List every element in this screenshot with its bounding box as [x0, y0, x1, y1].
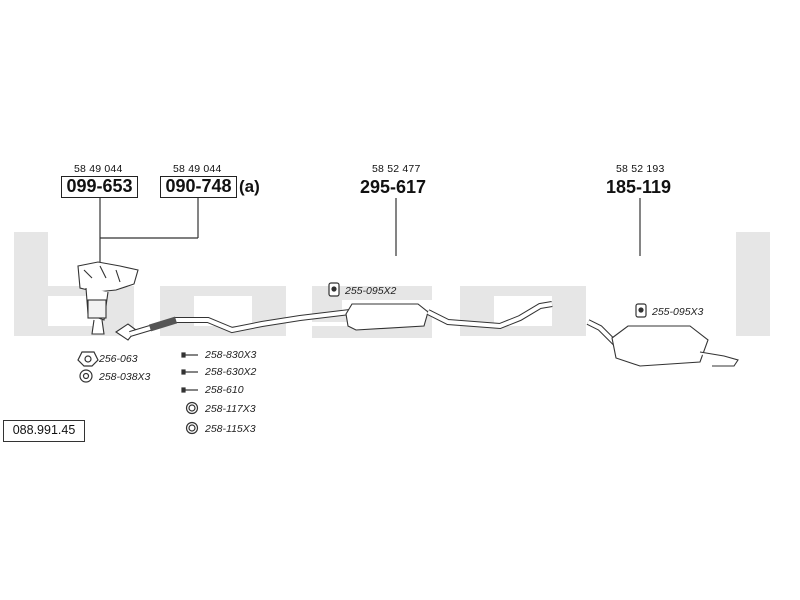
triangle-flange-gasket-icon	[77, 351, 99, 367]
accessory-code[interactable]: 255-095X2	[345, 285, 397, 297]
rear-silencer-drawing	[586, 319, 739, 367]
accessory-code[interactable]: 258-830X3	[205, 349, 257, 361]
rubber-hanger-icon	[328, 282, 647, 318]
bolt-icon	[181, 352, 198, 393]
exhaust-manifold-drawing	[77, 261, 139, 335]
oe-number: 58 52 477	[372, 163, 421, 175]
part-number-manifold[interactable]: 099-653	[61, 176, 138, 198]
oe-number: 58 52 193	[616, 163, 665, 175]
ring-gasket-icon	[185, 401, 199, 435]
accessory-code[interactable]: 258-630X2	[205, 366, 257, 378]
part-suffix: (a)	[239, 177, 260, 196]
part-number-middle-silencer[interactable]: 295-617	[360, 177, 427, 197]
nut-icon	[79, 369, 93, 383]
accessory-code[interactable]: 258-115X3	[205, 423, 256, 435]
part-number-rear-silencer[interactable]: 185-119	[606, 177, 672, 197]
accessory-code[interactable]: 258-117X3	[205, 403, 256, 415]
watermark-logo	[14, 232, 770, 338]
accessory-code[interactable]: 255-095X3	[652, 306, 704, 318]
accessory-code[interactable]: 258-610	[205, 384, 244, 396]
accessory-code[interactable]: 258-038X3	[99, 371, 151, 383]
oe-number: 58 49 044	[74, 163, 123, 175]
accessory-code[interactable]: 256-063	[99, 353, 138, 365]
leader-lines	[99, 197, 641, 262]
oe-number: 58 49 044	[173, 163, 222, 175]
part-number-catalyst[interactable]: 090-748	[160, 176, 237, 198]
middle-silencer-drawing	[345, 301, 553, 331]
front-pipe-drawing	[115, 309, 351, 341]
assembly-number: 088.991.45	[3, 420, 85, 442]
